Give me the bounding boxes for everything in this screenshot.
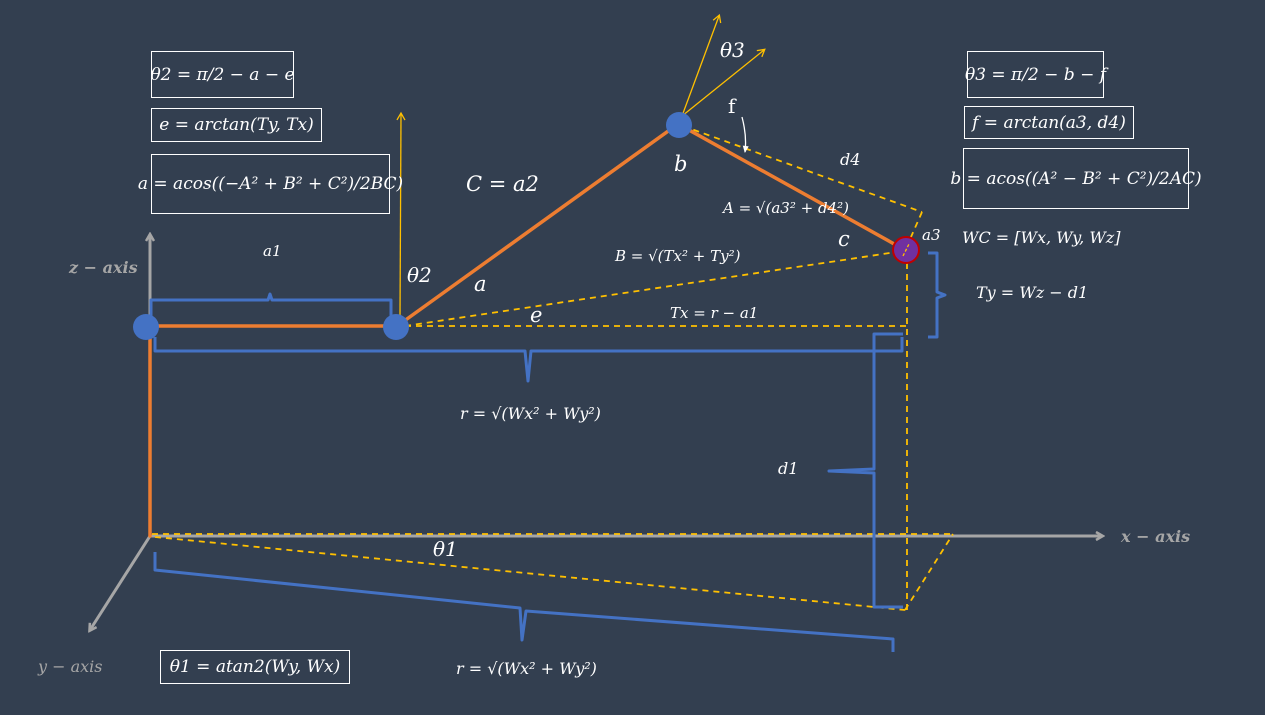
theta2-label: θ2 <box>407 263 432 287</box>
axes <box>90 235 1102 630</box>
shoulder-joint <box>383 314 409 340</box>
joints <box>133 112 920 340</box>
dimension-brackets <box>149 251 947 652</box>
y-axis-line <box>90 535 152 630</box>
x-axis-label: x − axis <box>1120 527 1190 546</box>
e-formula-box: e = arctan(Ty, Tx) <box>151 108 322 142</box>
angle-reference-arrows <box>396 13 766 319</box>
a3-label: a3 <box>922 226 941 244</box>
b-formula: b = acos((A² − B² + C²)/2AC) <box>950 168 1202 189</box>
f-pointer-arrow <box>741 116 749 153</box>
a1-bracket <box>149 292 393 316</box>
elbow-joint <box>666 112 692 138</box>
e-label: e <box>530 303 542 327</box>
a1-label: a1 <box>263 242 282 260</box>
C-label: C = a2 <box>466 172 539 196</box>
f-label: f <box>728 94 737 118</box>
b-label: b <box>674 152 687 176</box>
construction-lines <box>152 125 955 611</box>
theta3-formula: θ3 = π/2 − b − f <box>964 64 1107 85</box>
a-formula-box: a = acos((−A² + B² + C²)/2BC) <box>138 154 403 214</box>
ty-bracket <box>928 251 947 339</box>
WC-label: WC = [Wx, Wy, Wz] <box>962 228 1121 247</box>
a-formula: a = acos((−A² + B² + C²)/2BC) <box>137 174 404 194</box>
e-formula: e = arctan(Ty, Tx) <box>159 115 314 135</box>
c-label: c <box>838 227 850 251</box>
d1-label: d1 <box>778 459 798 478</box>
theta3-label: θ3 <box>720 38 745 62</box>
r-bottom-label: r = √(Wx² + Wy²) <box>456 659 597 678</box>
theta1-formula: θ1 = atan2(Wy, Wx) <box>169 657 341 677</box>
z-axis-label: z − axis <box>68 258 138 277</box>
theta1-formula-box: θ1 = atan2(Wy, Wx) <box>160 650 350 684</box>
r-top-label: r = √(Wx² + Wy²) <box>460 404 601 423</box>
d1-bracket <box>827 332 903 609</box>
r-top-bracket <box>153 337 904 383</box>
d4-label: d4 <box>840 150 860 169</box>
theta1-label: θ1 <box>433 537 458 561</box>
theta3-formula-box: θ3 = π/2 − b − f <box>964 51 1107 98</box>
f-formula-box: f = arctan(a3, d4) <box>964 106 1134 139</box>
B-label: B = √(Tx² + Ty²) <box>614 247 741 265</box>
base-joint <box>133 314 159 340</box>
Ty-label: Ty = Wz − d1 <box>976 283 1088 302</box>
b-formula-box: b = acos((A² − B² + C²)/2AC) <box>950 148 1202 209</box>
theta2-formula: θ2 = π/2 − a − e <box>150 64 295 85</box>
theta2-formula-box: θ2 = π/2 − a − e <box>150 51 295 98</box>
robot-links <box>148 122 907 538</box>
y-axis-label: y − axis <box>37 657 103 676</box>
A-label: A = √(a3² + d4²) <box>721 199 849 217</box>
a-label: a <box>474 272 487 296</box>
r-bottom-bracket <box>153 552 895 652</box>
Tx-label: Tx = r − a1 <box>670 304 758 322</box>
f-formula: f = arctan(a3, d4) <box>972 112 1126 133</box>
